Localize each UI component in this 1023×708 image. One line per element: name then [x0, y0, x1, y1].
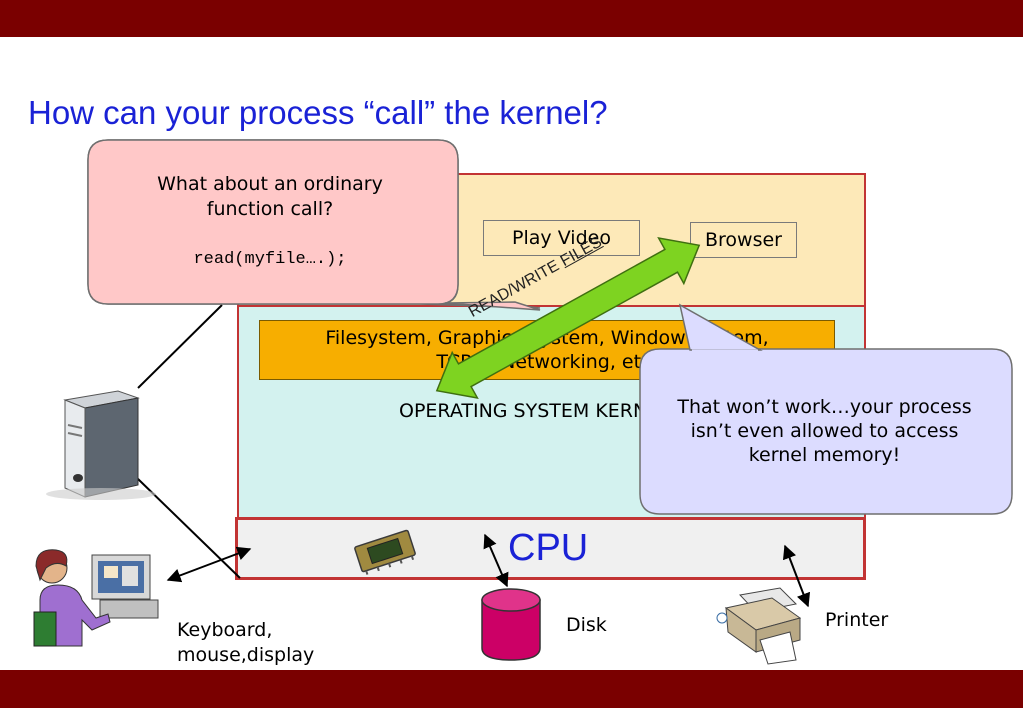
- keyboard-caption-line-1: Keyboard,: [177, 619, 273, 641]
- slide-title: How can your process “call” the kernel?: [28, 94, 608, 131]
- disk-arrow: [483, 533, 509, 588]
- callout-left-text: What about an ordinary function call? re…: [120, 172, 420, 272]
- computer-connector-line: [137, 304, 223, 389]
- callout-left-code: read(myfile….);: [193, 250, 347, 269]
- callout-right-text: That won’t work…your process isn’t even …: [652, 395, 997, 467]
- callout-right-line-3: kernel memory!: [748, 444, 901, 466]
- disk-cylinder-icon: [481, 588, 541, 661]
- callout-right-body: [639, 348, 1013, 515]
- os-kernel-label: OPERATING SYSTEM KERNEL: [399, 400, 670, 422]
- printer-caption: Printer: [825, 609, 889, 631]
- computer-tower-icon: [46, 390, 156, 500]
- cpu-label: CPU: [508, 527, 589, 569]
- play-video-app-box: Play Video: [483, 220, 640, 256]
- callout-right-line-2: isn’t even allowed to access: [690, 420, 959, 442]
- browser-app-box: Browser: [690, 222, 797, 258]
- keyboard-arrow: [166, 546, 252, 583]
- cpu-chip-icon: [354, 529, 416, 575]
- callout-left-line-2: function call?: [206, 198, 334, 220]
- user-at-computer-icon: [33, 549, 159, 647]
- callout-right-pointer: [678, 303, 763, 351]
- keyboard-caption-line-2: mouse,display: [177, 644, 315, 666]
- callout-right-line-1: That won’t work…your process: [677, 396, 972, 418]
- read-write-files-arrow: [435, 237, 701, 399]
- keyboard-caption: Keyboard, mouse,display: [177, 618, 347, 668]
- callout-left-pointer: [444, 301, 541, 311]
- disk-caption: Disk: [566, 614, 607, 636]
- callout-left-line-1: What about an ordinary: [157, 173, 383, 195]
- printer-icon: [716, 587, 802, 665]
- footer-bar: [0, 670, 1023, 708]
- header-bar: [0, 0, 1023, 37]
- callout-left-body: [87, 139, 459, 305]
- printer-arrow: [782, 544, 811, 608]
